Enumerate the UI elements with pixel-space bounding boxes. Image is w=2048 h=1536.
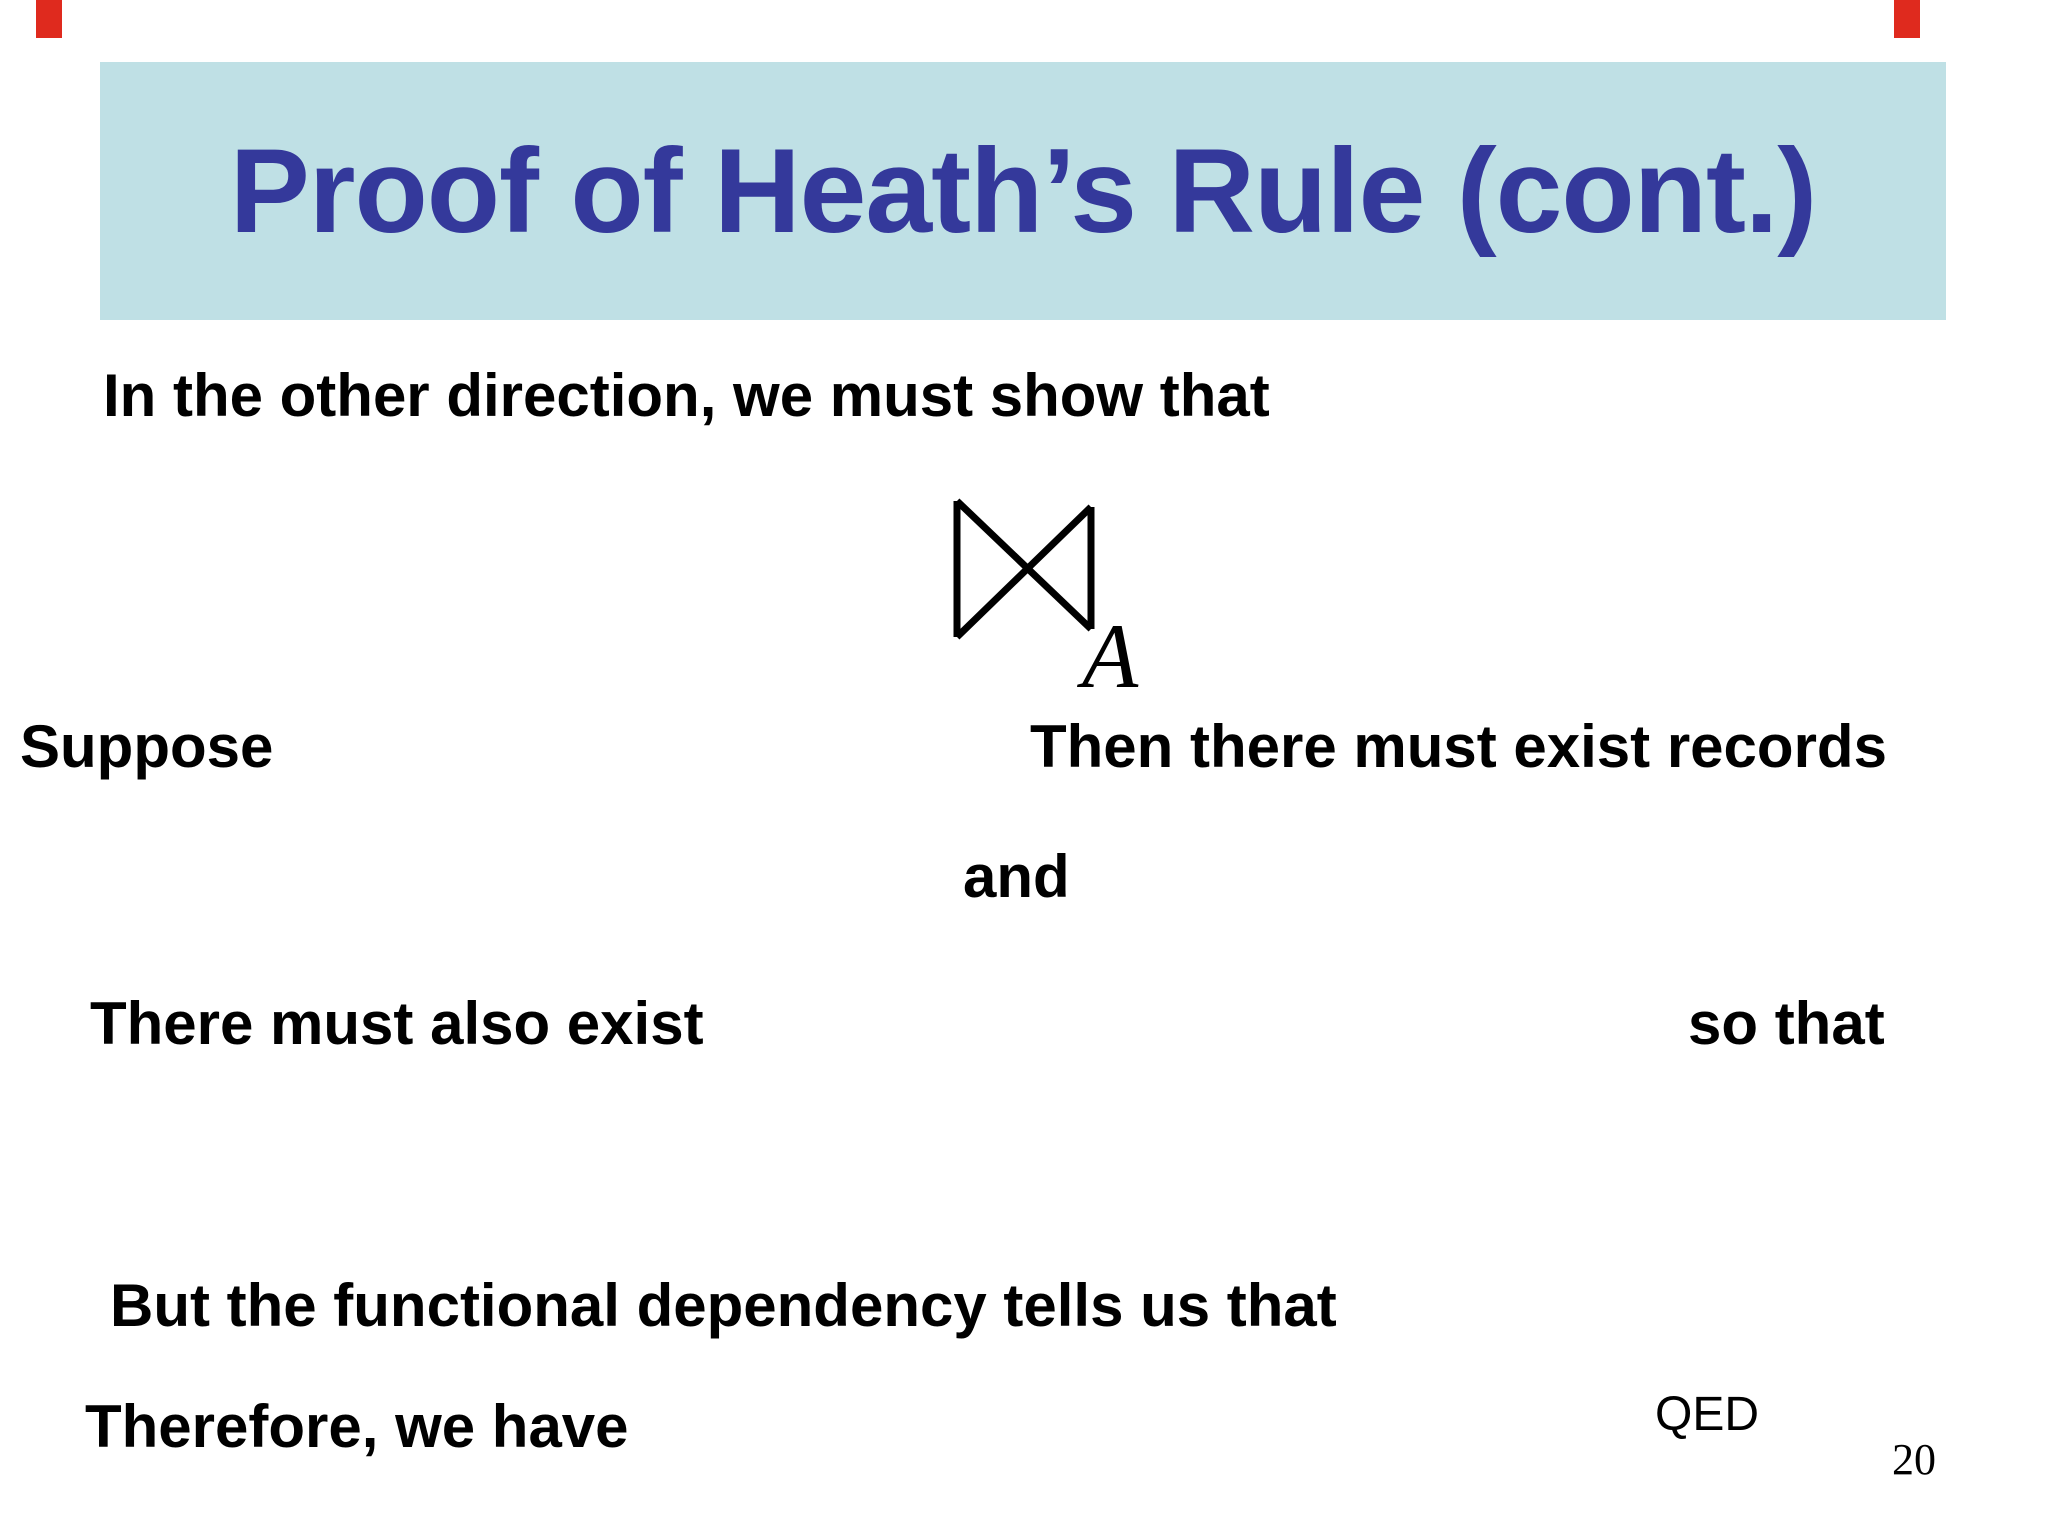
suppose-text: Suppose <box>20 713 274 780</box>
there-must-text: There must also exist <box>90 990 704 1057</box>
but-dependency-text: But the functional dependency tells us t… <box>110 1272 1337 1339</box>
qed-text: QED <box>1655 1388 1760 1441</box>
join-subscript: A <box>1082 605 1139 707</box>
red-mark-top-left <box>36 0 62 38</box>
title-banner: Proof of Heath’s Rule (cont.) <box>100 62 1946 320</box>
therefore-text: Therefore, we have <box>85 1393 629 1460</box>
so-that-text: so that <box>1688 990 1885 1057</box>
intro-text: In the other direction, we must show tha… <box>103 362 1270 429</box>
and-text: and <box>963 843 1070 910</box>
red-mark-top-right <box>1894 0 1920 38</box>
slide-title: Proof of Heath’s Rule (cont.) <box>229 124 1818 258</box>
natural-join-symbol: A <box>953 498 1163 708</box>
page-number: 20 <box>1892 1435 1936 1484</box>
then-text: Then there must exist records <box>1030 713 1887 780</box>
natural-join-icon <box>953 498 1095 640</box>
